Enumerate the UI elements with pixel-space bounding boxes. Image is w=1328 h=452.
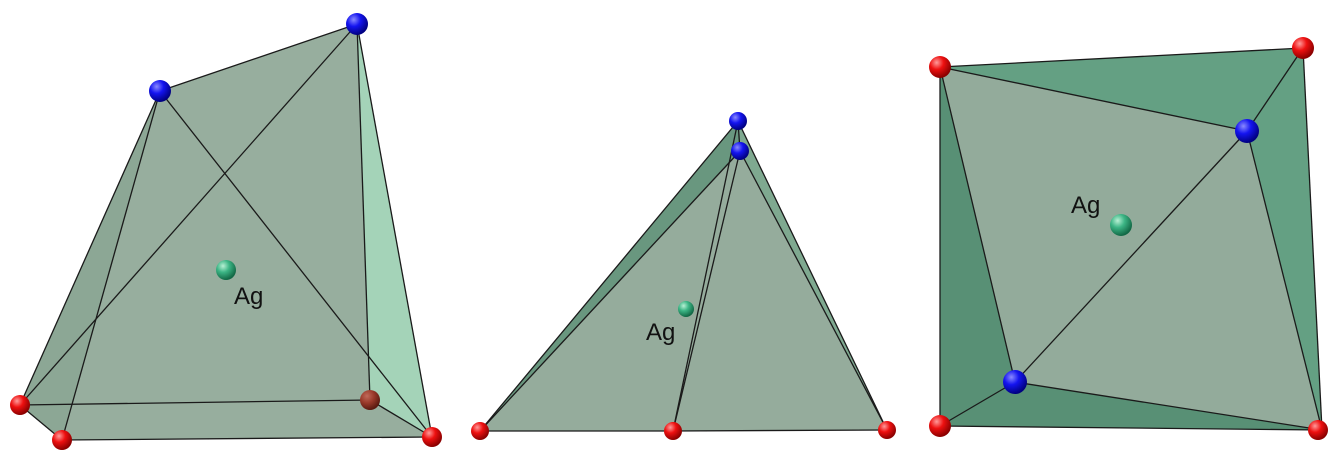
ag-center-label: Ag [1071,192,1100,219]
blue-vertex-atom [149,80,171,102]
red-vertex-atom [878,421,896,439]
blue-vertex-atom [729,112,747,130]
blue-vertex-atom [346,13,368,35]
face-right-dark [1247,48,1322,430]
red-vertex-atom [52,430,72,450]
polyhedron-edges [939,47,1323,431]
blue-vertex-atom [1003,370,1027,394]
face-left-dark [940,67,1015,426]
ag-center-atom [216,260,236,280]
blue-vertex-atom [1235,119,1259,143]
face-bottom-dark [940,382,1322,430]
ag-center-atom [1110,214,1132,236]
polyhedron-panel-2: Ag [471,112,896,440]
face-top-dark [940,48,1303,131]
ag-center-label: Ag [646,319,675,346]
red-vertex-atom [929,415,951,437]
polyhedron-edges [479,120,888,432]
red-vertex-atom [929,56,951,78]
red-vertex-atom [10,395,30,415]
red-vertex-atom [471,422,489,440]
polyhedron-edges [19,23,433,441]
ag-center-atom [678,301,694,317]
red-vertex-atom [1308,420,1328,440]
red-vertex-atom [664,422,682,440]
polyhedron-panel-3: Ag [929,37,1328,440]
red-vertex-atom [1292,37,1314,59]
ag-center-label: Ag [234,283,263,310]
face-front-main [940,67,1322,430]
polyhedron-panel-1: Ag [10,13,442,450]
blue-vertex-atom [731,142,749,160]
red-vertex-atom [422,427,442,447]
red-vertex-atom [360,390,380,410]
face-front-main [20,24,432,440]
face-front-right [673,151,887,431]
